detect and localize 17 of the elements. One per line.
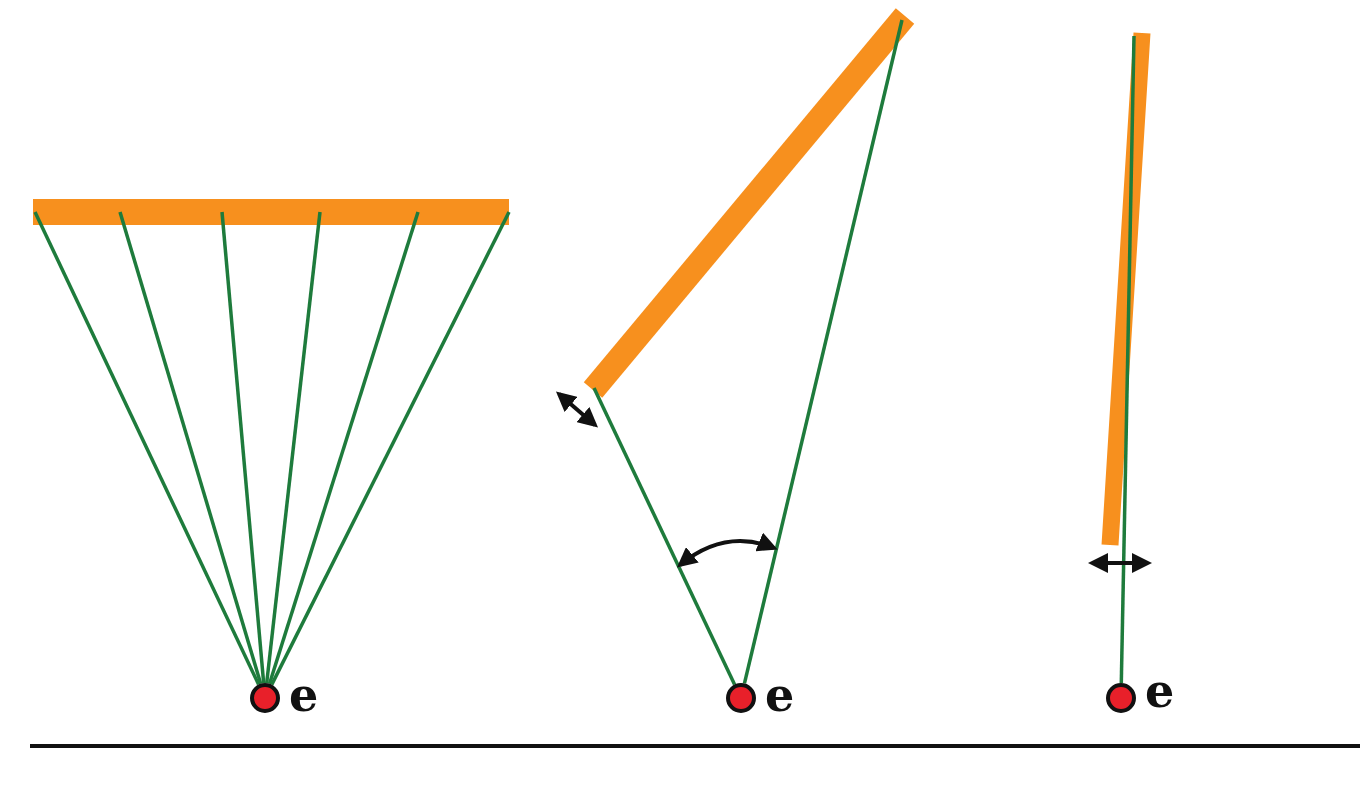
rod-bar	[1101, 32, 1151, 546]
rod-bar	[33, 199, 509, 225]
eye-point	[1106, 683, 1136, 713]
sight-line	[33, 211, 261, 686]
eye-label: e	[289, 672, 319, 718]
sight-line	[267, 211, 420, 685]
eye-point	[726, 683, 756, 713]
sight-line	[270, 211, 511, 686]
sight-line	[118, 211, 263, 685]
sight-line	[264, 211, 322, 684]
sight-line	[220, 211, 266, 684]
sight-line	[592, 387, 737, 686]
rod-bar	[583, 8, 915, 398]
eye-label: e	[765, 672, 795, 718]
sight-line	[742, 19, 904, 684]
eye-label: e	[1145, 668, 1175, 714]
eye-point	[250, 683, 280, 713]
